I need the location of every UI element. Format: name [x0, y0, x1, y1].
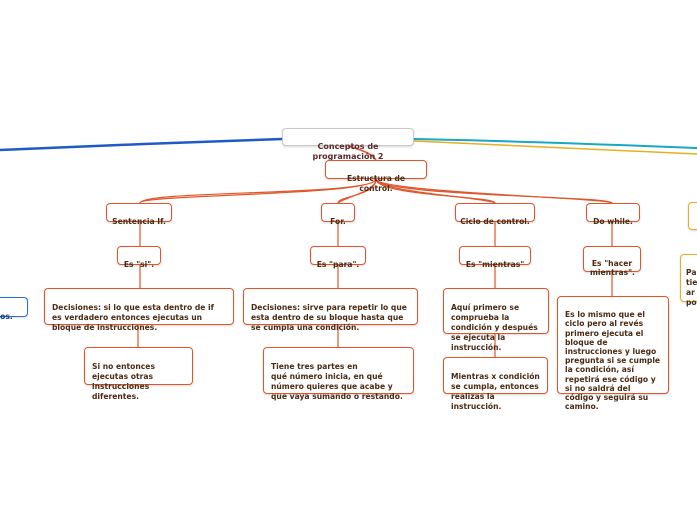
branch-sub-label: Si no entonces ejecutas otras instruccio… — [92, 362, 155, 401]
branch-title-label: For. — [330, 217, 346, 226]
main-node[interactable]: Estructura de control. — [325, 160, 427, 193]
branch-title-dowhile[interactable]: Do while. — [586, 203, 640, 226]
right-branch-line-teal — [413, 138, 697, 149]
branch-es-dowhile[interactable]: Es "hacer mientras". — [583, 246, 641, 277]
branch-es-label: Es "si". — [123, 260, 155, 269]
branch-title-label: Do while. — [593, 217, 633, 226]
branch-sub-for[interactable]: Tiene tres partes en qué número inicia, … — [263, 347, 414, 401]
left-branch-line — [0, 137, 283, 152]
root-node[interactable]: Conceptos de programación 2 — [282, 128, 414, 161]
branch-desc-label: Aquí primero se comprueba la condición y… — [451, 303, 538, 352]
branch-es-label: Es "mientras" — [465, 260, 525, 269]
right-partial-label: Pa tie ar po — [686, 268, 697, 307]
branch-desc-ciclo[interactable]: Aquí primero se comprueba la condición y… — [443, 288, 549, 352]
branch-es-label: Es "para". — [316, 260, 360, 269]
branch-sub-label: Tiene tres partes en qué número inicia, … — [271, 362, 403, 401]
branch-title-label: Ciclo de control. — [460, 217, 530, 226]
right-branch-line-yellow — [413, 140, 697, 155]
branch-title-if[interactable]: Sentencia If. — [106, 203, 172, 226]
left-partial-node[interactable]: isos. — [0, 297, 28, 321]
branch-sub-ciclo[interactable]: Mientras x condición se cumpla, entonces… — [443, 357, 548, 411]
branch-es-label: Es "hacer mientras". — [590, 259, 635, 277]
right-partial-node[interactable]: Pa tie ar po — [680, 254, 697, 307]
root-label: Conceptos de programación 2 — [312, 142, 384, 161]
left-partial-label: isos. — [0, 312, 13, 321]
branch-desc-for[interactable]: Decisiones: sirve para repetir lo que es… — [243, 288, 418, 332]
branch-sub-label: Mientras x condición se cumpla, entonces… — [451, 372, 540, 411]
branch-desc-if[interactable]: Decisiones: si lo que esta dentro de if … — [44, 288, 234, 332]
right-partial-node-top[interactable] — [688, 202, 697, 230]
branch-desc-label: Es lo mismo que el ciclo pero al revés p… — [565, 310, 661, 412]
branch-desc-label: Decisiones: sirve para repetir lo que es… — [251, 303, 407, 332]
main-label: Estructura de control. — [346, 174, 406, 193]
branch-es-ciclo[interactable]: Es "mientras" — [459, 246, 531, 269]
root-to-main-line — [347, 145, 377, 161]
branch-title-for[interactable]: For. — [321, 203, 355, 226]
branch-sub-if[interactable]: Si no entonces ejecutas otras instruccio… — [84, 347, 193, 401]
branch-es-if[interactable]: Es "si". — [117, 246, 161, 269]
branch-desc-dowhile[interactable]: Es lo mismo que el ciclo pero al revés p… — [557, 296, 669, 411]
branch-es-for[interactable]: Es "para". — [310, 246, 366, 269]
branch-title-label: Sentencia If. — [112, 217, 166, 226]
branch-title-ciclo[interactable]: Ciclo de control. — [455, 203, 535, 226]
branch-desc-label: Decisiones: si lo que esta dentro de if … — [52, 303, 214, 332]
